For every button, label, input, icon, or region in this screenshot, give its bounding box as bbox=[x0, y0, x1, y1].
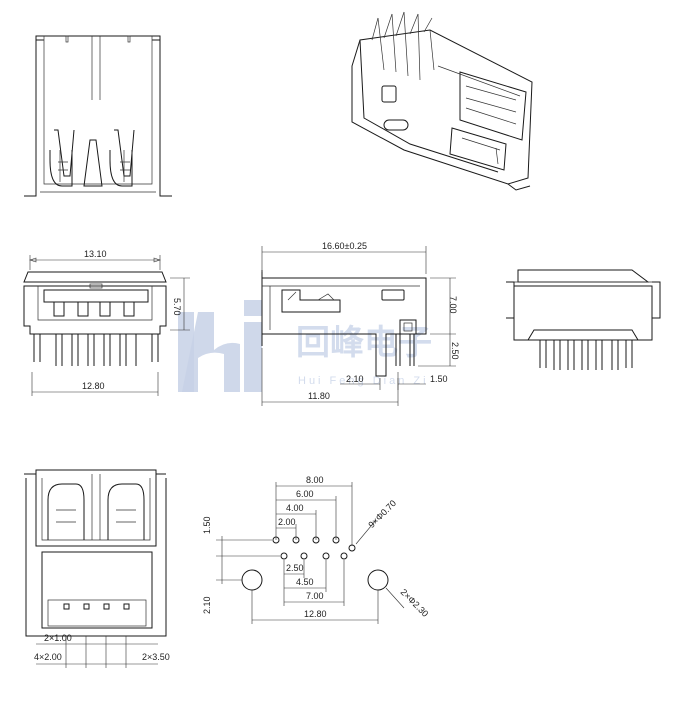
bottom-view: 2×1.00 4×2.00 2×3.50 bbox=[24, 469, 170, 668]
bottom-pin-holes bbox=[63, 603, 130, 610]
watermark-brand-pinyin: Hui Feng Dian Zi bbox=[298, 375, 429, 387]
dim-side-pin-pitch: 1.50 bbox=[430, 374, 448, 384]
pcb-layout: 8.00 6.00 4.00 2.00 2.50 4.50 7.00 12.80… bbox=[202, 475, 430, 624]
dim-pcb-d3: 4.00 bbox=[286, 503, 304, 513]
dim-side-pin-height: 2.50 bbox=[450, 342, 460, 360]
dim-front-pin-span: 12.80 bbox=[82, 381, 105, 391]
dim-pcb-holes: 9×Φ0.70 bbox=[366, 498, 398, 530]
dim-pcb-v1: 1.50 bbox=[202, 516, 212, 534]
isometric-view bbox=[351, 11, 533, 191]
dim-bottom-pitch-end: 2×3.50 bbox=[142, 652, 170, 662]
hf-logo-icon bbox=[178, 300, 262, 392]
side-view: 16.60±0.25 7.00 2.50 2.10 1.50 11.80 bbox=[261, 241, 460, 406]
dim-pcb-d1: 8.00 bbox=[306, 475, 324, 485]
dim-bottom-pitch-mid: 4×2.00 bbox=[34, 652, 62, 662]
watermark-brand-cn: 回峰电子 bbox=[296, 324, 432, 362]
front-view-top bbox=[24, 35, 172, 197]
dim-pcb-d2: 6.00 bbox=[296, 489, 314, 499]
dim-side-length: 16.60±0.25 bbox=[322, 241, 367, 251]
rear-pins bbox=[539, 340, 633, 370]
dim-side-height: 7.00 bbox=[448, 296, 458, 314]
dim-pcb-v2: 2.10 bbox=[202, 596, 212, 614]
front-pins bbox=[33, 334, 159, 366]
dim-pcb-d8: 12.80 bbox=[304, 609, 327, 619]
dim-pcb-d4: 2.00 bbox=[278, 517, 296, 527]
pcb-holes bbox=[241, 536, 389, 591]
contact-slots bbox=[53, 301, 135, 317]
dim-pcb-d5: 2.50 bbox=[286, 563, 304, 573]
dim-pcb-d7: 7.00 bbox=[306, 591, 324, 601]
dim-bottom-pitch-small: 2×1.00 bbox=[44, 633, 72, 643]
rear-view bbox=[506, 269, 661, 370]
dim-front-height: 5.70 bbox=[172, 298, 182, 316]
dim-pcb-mount-holes: 2×Φ2.30 bbox=[399, 587, 431, 619]
watermark: 回峰电子 Hui Feng Dian Zi bbox=[178, 300, 432, 392]
dim-pcb-d6: 4.50 bbox=[296, 577, 314, 587]
dim-side-body-to-pin: 11.80 bbox=[308, 391, 330, 401]
dim-side-pin-offset: 2.10 bbox=[346, 374, 364, 384]
front-view-middle: 13.10 5.70 12.80 bbox=[23, 249, 190, 396]
dim-front-width: 13.10 bbox=[84, 249, 107, 259]
